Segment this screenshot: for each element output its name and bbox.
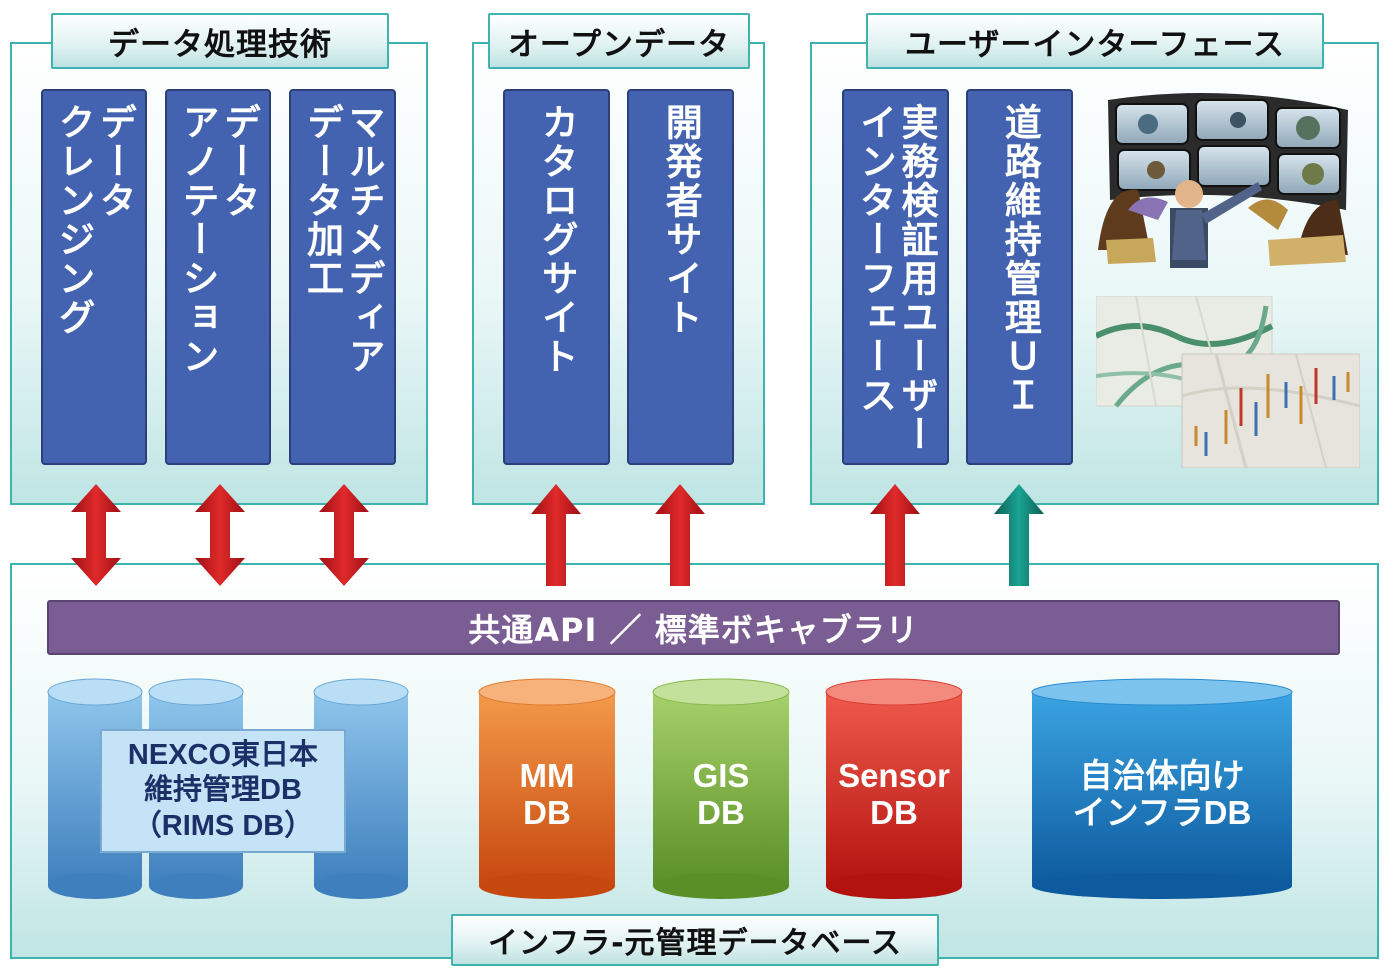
multimedia-processing-column: マルチメディア データ加工	[289, 89, 396, 465]
control-room-illustration	[1098, 92, 1348, 268]
municipal-infra-db-cylinder	[1031, 678, 1293, 899]
double-arrow-icon	[71, 484, 121, 586]
up-arrow-icon-teal	[994, 484, 1044, 586]
mm-db-cylinder	[478, 678, 616, 899]
sensor-db-cylinder	[825, 678, 963, 899]
common-api-bar: 共通API ／ 標準ボキャブラリ	[47, 600, 1340, 655]
catalog-site-label: カタログサイト	[535, 103, 579, 376]
road-maintenance-ui-column: 道路維持管理ＵＩ	[966, 89, 1073, 465]
data-processing-title: データ処理技術	[51, 13, 389, 69]
gis-db-cylinder	[652, 678, 790, 899]
data-annotation-label: データ アノテーション	[176, 103, 261, 376]
mm-db-label: MM DB	[519, 757, 575, 831]
data-cleansing-column: データ クレンジング	[41, 89, 147, 465]
gis-db-label: GIS DB	[692, 757, 750, 831]
data-cleansing-label: データ クレンジング	[52, 103, 137, 337]
open-data-title: オープンデータ	[488, 13, 750, 69]
practical-ui-label: 実務検証用ユーザー インターフェース	[853, 103, 938, 454]
infra-database-title: インフラ-元管理データベース	[451, 914, 939, 966]
double-arrow-icon	[319, 484, 369, 586]
up-arrow-icon	[531, 484, 581, 586]
nexco-db-cylinder	[313, 678, 409, 899]
road-maintenance-ui-label: 道路維持管理ＵＩ	[998, 103, 1042, 415]
up-arrow-icon	[870, 484, 920, 586]
double-arrow-icon	[195, 484, 245, 586]
user-interface-title: ユーザーインターフェース	[866, 13, 1324, 69]
developer-site-column: 開発者サイト	[627, 89, 734, 465]
municipal-infra-db-label: 自治体向け インフラDB	[1072, 757, 1252, 831]
nexco-db-label: NEXCO東日本 維持管理DB （RIMS DB）	[100, 729, 346, 853]
map-illustration	[1096, 296, 1360, 468]
developer-site-label: 開発者サイト	[659, 103, 703, 337]
practical-ui-column: 実務検証用ユーザー インターフェース	[842, 89, 949, 465]
multimedia-processing-label: マルチメディア データ加工	[300, 103, 385, 376]
sensor-db-label: Sensor DB	[838, 757, 950, 831]
catalog-site-column: カタログサイト	[503, 89, 610, 465]
data-annotation-column: データ アノテーション	[165, 89, 271, 465]
up-arrow-icon	[655, 484, 705, 586]
